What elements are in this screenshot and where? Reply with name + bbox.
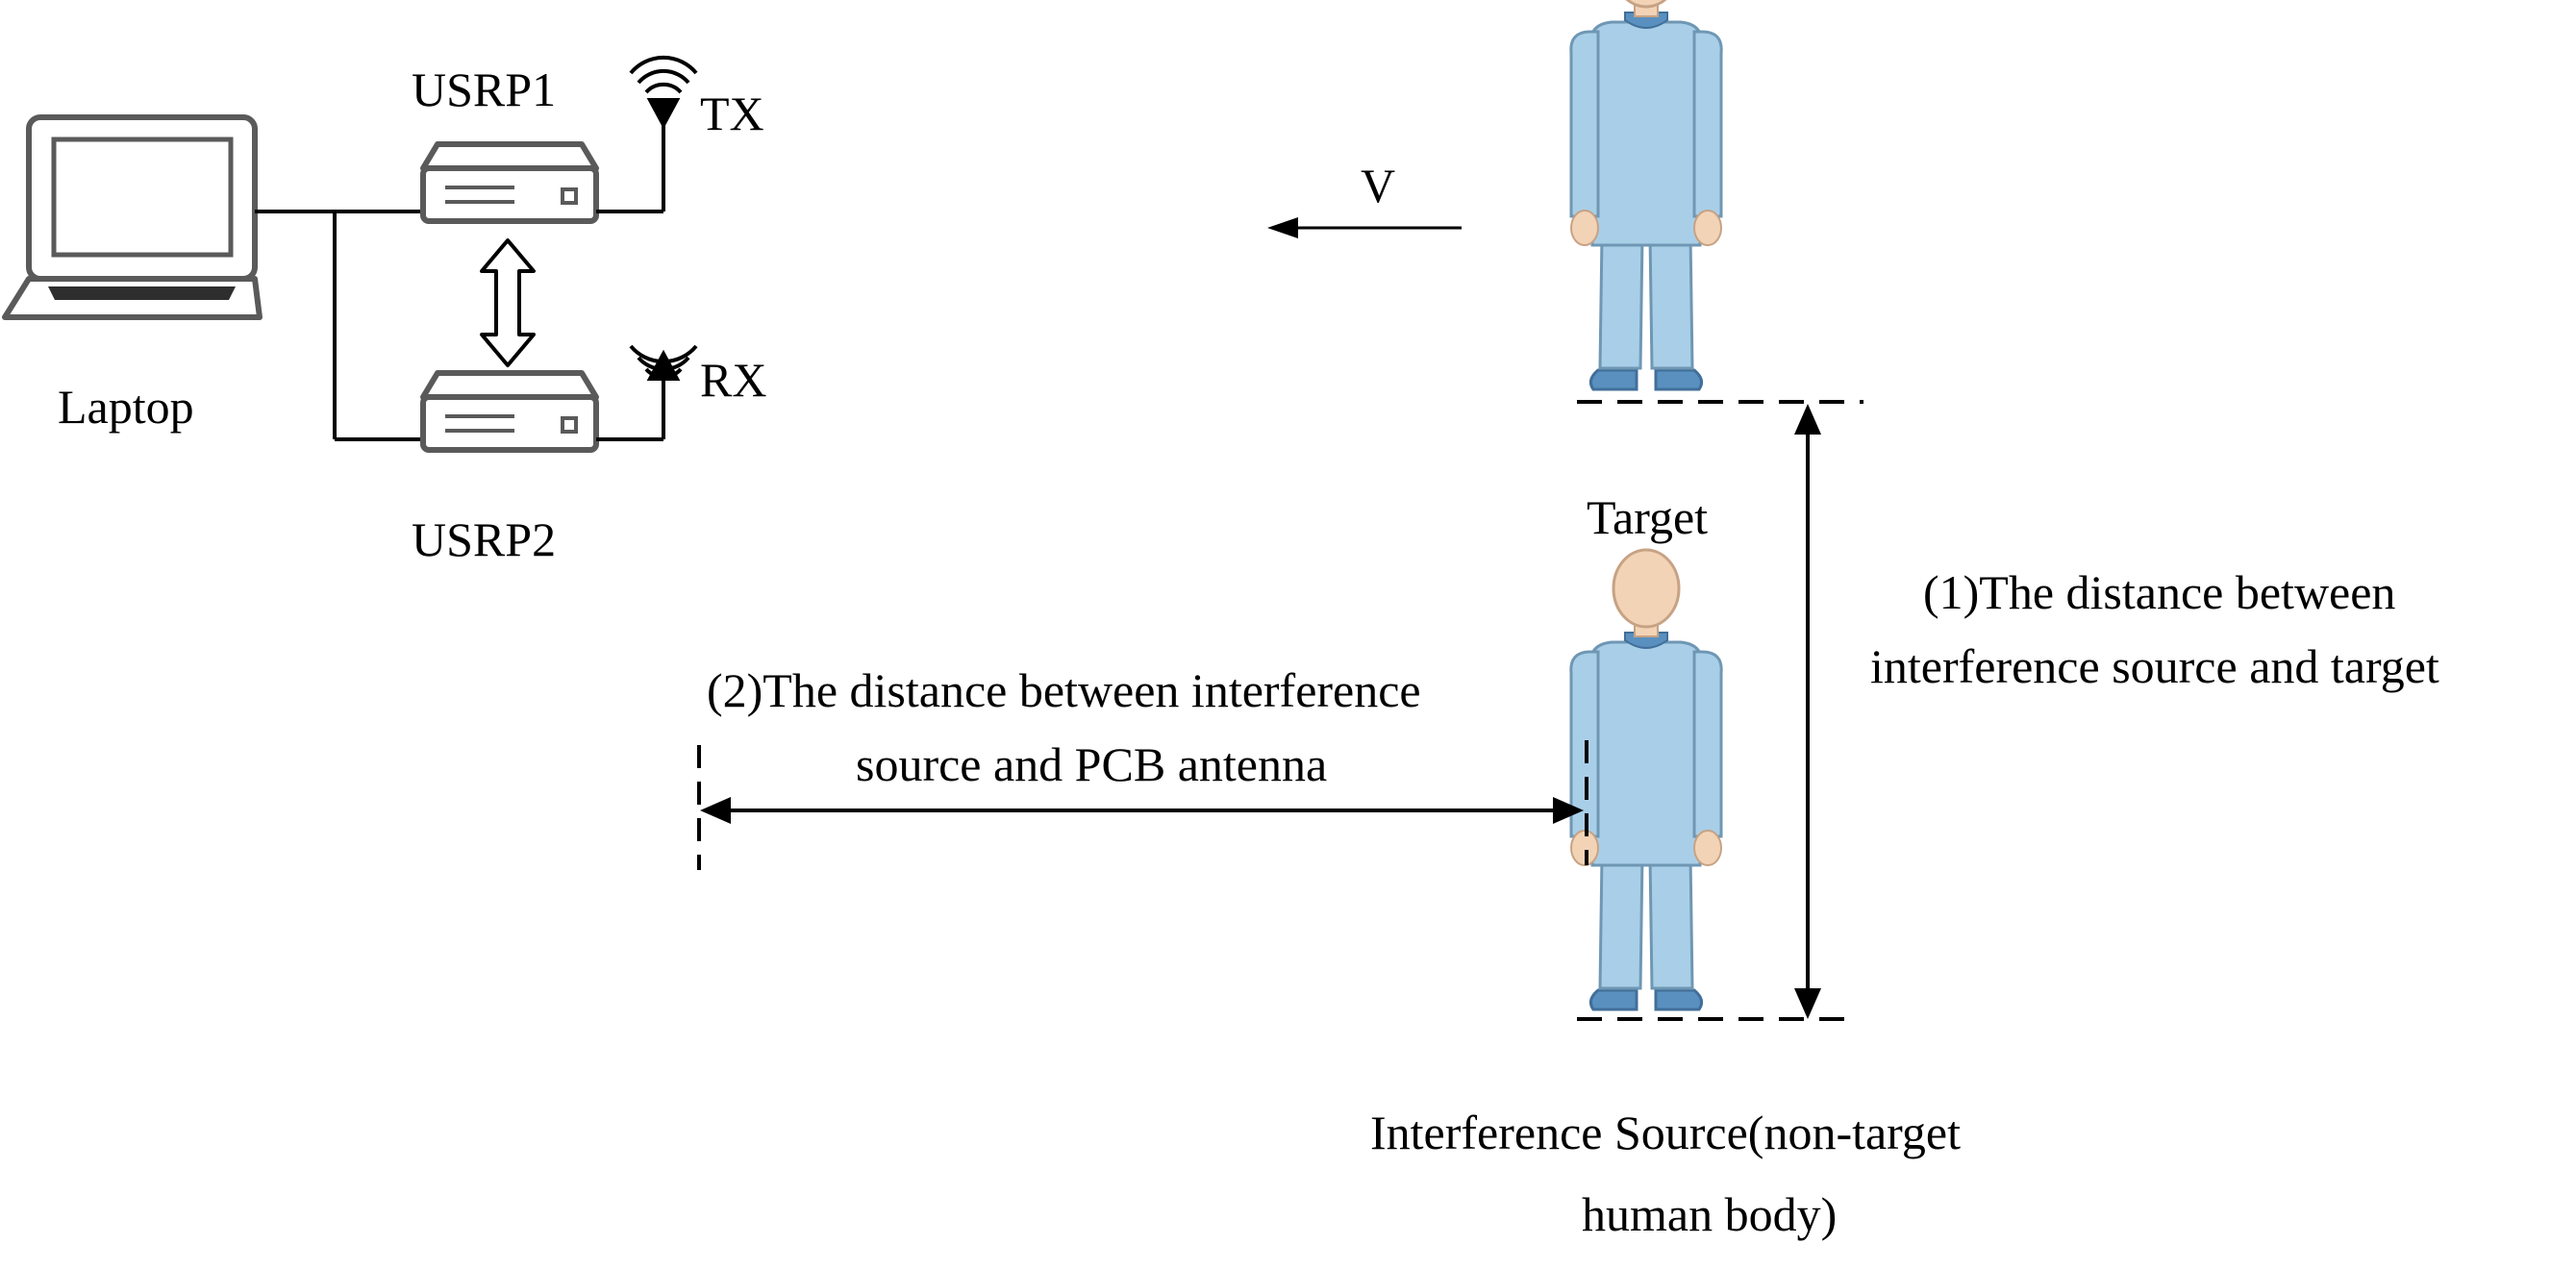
target-person-icon	[1569, 0, 1723, 391]
usrp1-device-icon	[423, 144, 596, 221]
usrp-link-arrow-icon	[480, 238, 536, 367]
interference-label-line2: human body)	[1582, 1187, 1837, 1241]
interference-label-line1: Interference Source(non-target	[1370, 1106, 1961, 1159]
laptop-icon	[2, 114, 263, 320]
interference-person-icon	[1569, 548, 1723, 1011]
usrp1-label: USRP1	[412, 62, 556, 116]
distance2-label-line1: (2)The distance between interference	[707, 663, 1421, 717]
distance1-arrow	[1794, 404, 1821, 1019]
velocity-label: V	[1361, 159, 1395, 212]
usrp2-device-icon	[423, 373, 596, 450]
distance2-label-line2: source and PCB antenna	[856, 737, 1327, 791]
velocity-arrow	[1267, 217, 1462, 238]
distance1-label-line2: interference source and target	[1870, 639, 2439, 693]
rx-label: RX	[700, 353, 766, 407]
tx-antenna-icon	[596, 56, 698, 213]
target-label: Target	[1587, 490, 1708, 544]
laptop-connection-lines	[255, 210, 423, 441]
usrp2-label: USRP2	[412, 512, 556, 566]
tx-label: TX	[700, 87, 764, 140]
distance1-label-line1: (1)The distance between	[1923, 565, 2395, 619]
rx-antenna-icon	[596, 344, 698, 441]
laptop-label: Laptop	[58, 380, 194, 434]
distance2-arrow	[700, 797, 1584, 824]
